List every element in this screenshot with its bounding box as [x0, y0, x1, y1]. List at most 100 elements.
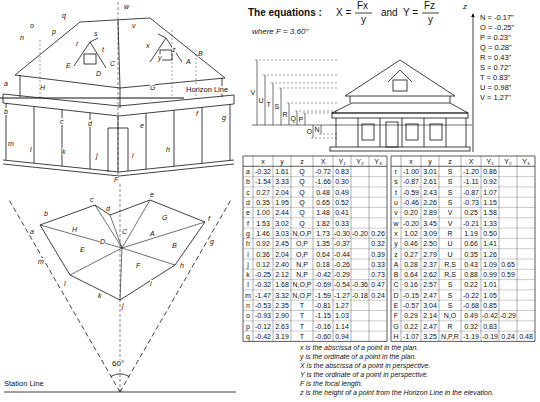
- table-rule: [243, 289, 387, 290]
- line-label: Horizon Line: [186, 86, 228, 94]
- table-cell: T: [300, 333, 304, 340]
- point-letter: y: [158, 54, 162, 61]
- table-cell: -0.44: [334, 251, 350, 258]
- porch-column: [230, 104, 231, 160]
- table-cell: h: [246, 240, 250, 247]
- height-legend: T = 0.83": [480, 74, 510, 82]
- height-letter: O: [307, 128, 312, 135]
- table-cell: g: [246, 230, 250, 237]
- table-cell: -0.87: [403, 178, 419, 185]
- dimension-line: [289, 103, 290, 125]
- table-cell: 2.04: [275, 189, 289, 196]
- height-letter: P: [299, 116, 304, 123]
- table-cell: -0.73: [463, 199, 479, 206]
- table-rule: [243, 248, 387, 249]
- table-rule: [243, 197, 387, 198]
- table-rule: [391, 300, 535, 301]
- table-cell: 2.26: [423, 199, 437, 206]
- point-letter: B: [198, 50, 203, 57]
- table-rule: [243, 259, 387, 260]
- table-cell: N,O,P: [292, 281, 311, 288]
- station-line: [4, 392, 236, 393]
- dimension-line: [313, 125, 314, 138]
- equation-text: and: [381, 8, 398, 18]
- table-cell: 0.94: [335, 333, 349, 340]
- table-cell: -0.68: [463, 302, 479, 309]
- height-letter: S: [275, 103, 280, 110]
- point-letter: a: [30, 228, 34, 235]
- table-cell: 2.57: [423, 281, 437, 288]
- table-cell: 0.66: [464, 240, 478, 247]
- point-letter: h: [180, 262, 184, 269]
- table-cell: D: [393, 292, 398, 299]
- roof-hip: [118, 20, 120, 88]
- point-letter: b: [4, 108, 8, 115]
- table-cell: B: [394, 271, 399, 278]
- window: [430, 124, 442, 140]
- table-cell: 0.28: [404, 261, 418, 268]
- point-letter: a: [4, 80, 8, 87]
- table-cell: -0.60: [315, 333, 331, 340]
- table-cell: 0.18: [316, 261, 330, 268]
- table-cell: F: [394, 312, 398, 319]
- table-cell: 1.53: [256, 220, 270, 227]
- table-cell: -1.54: [255, 178, 271, 185]
- door: [386, 122, 398, 147]
- table-cell: C: [393, 281, 398, 288]
- wall-edge: [350, 96, 450, 103]
- table-cell: -0.36: [352, 281, 368, 288]
- dimension-line: [265, 75, 266, 125]
- table-cell: 1.26: [483, 251, 497, 258]
- table-header: x: [261, 158, 265, 165]
- dormer-window: [160, 50, 172, 60]
- table-cell: u: [394, 199, 398, 206]
- table-rule: [391, 186, 535, 187]
- point-letter: A: [150, 230, 155, 237]
- point-letter: j: [96, 152, 98, 159]
- table-cell: 0.46: [404, 240, 418, 247]
- table-cell: 2.47: [423, 323, 437, 330]
- point-letter: G: [162, 214, 167, 221]
- note-text: X is the abscissa of a point in perspect…: [300, 362, 430, 369]
- focal-length-note: where F = 3.60": [252, 28, 308, 36]
- table-cell: -0.42: [315, 271, 331, 278]
- table-cell: -0.16: [315, 323, 331, 330]
- equation-text: Fx: [357, 1, 368, 11]
- dimension-line: [297, 111, 298, 125]
- table-cell: f: [247, 220, 249, 227]
- point-letter: g: [222, 114, 226, 121]
- table-cell: -0.25: [255, 271, 271, 278]
- table-cell: 1.61: [275, 168, 289, 175]
- table-cell: 2.62: [423, 271, 437, 278]
- point-letter: H: [40, 84, 45, 91]
- point-letter: t: [102, 46, 104, 53]
- table-rule: [391, 341, 535, 342]
- point-letter: f: [208, 215, 210, 222]
- point-letter: k: [98, 292, 102, 299]
- table-cell: -1.59: [315, 292, 331, 299]
- table-cell: 1.58: [483, 209, 497, 216]
- table-cell: 1.05: [483, 292, 497, 299]
- table-cell: Q: [299, 178, 304, 185]
- table-cell: l: [247, 281, 249, 288]
- table-cell: 0.50: [483, 230, 497, 237]
- table-cell: 1.14: [335, 323, 349, 330]
- table-cell: 3.45: [423, 220, 437, 227]
- table-cell: -1.15: [315, 312, 331, 319]
- point-letter: m: [8, 140, 14, 147]
- table-cell: S: [448, 292, 453, 299]
- table-cell: 1.68: [275, 281, 289, 288]
- point-letter: C: [122, 228, 127, 235]
- table-cell: 0.92: [256, 240, 270, 247]
- table-cell: 1.33: [483, 220, 497, 227]
- table-cell: -0.32: [255, 281, 271, 288]
- table-cell: 0.39: [371, 251, 385, 258]
- table-cell: 1.01: [483, 281, 497, 288]
- table-cell: 0.20: [404, 209, 418, 216]
- table-cell: 3.03: [275, 230, 289, 237]
- table-cell: 1.35: [316, 240, 330, 247]
- table-cell: 0.35: [256, 199, 270, 206]
- table-header: X: [321, 158, 326, 165]
- equation-text: y: [361, 15, 366, 25]
- table-cell: 3.04: [423, 302, 437, 309]
